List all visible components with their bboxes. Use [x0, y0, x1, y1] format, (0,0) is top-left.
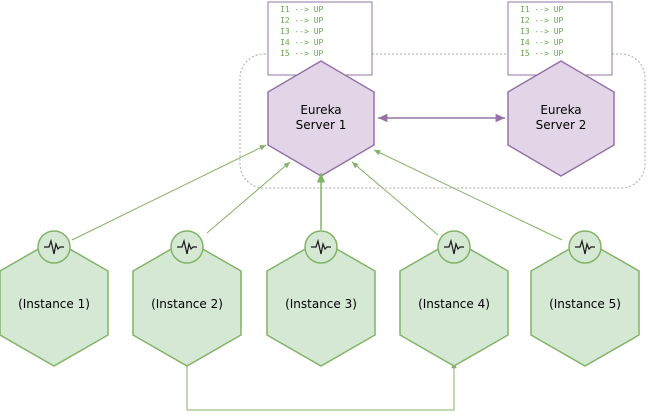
heartbeat-arrow-instance-2 [206, 161, 291, 234]
server-label-line2: Server 2 [536, 118, 587, 132]
registry-line: I2 --> UP [280, 16, 324, 25]
heartbeat-icon [304, 230, 338, 264]
registry-line: I5 --> UP [520, 49, 564, 58]
eureka-server-1: Eureka Server 1 [267, 60, 375, 177]
instance-label: (Instance 5) [549, 297, 621, 311]
server-label-line1: Eureka [300, 103, 341, 117]
instance-label: (Instance 2) [151, 297, 223, 311]
heartbeat-arrow-instance-4 [351, 161, 439, 236]
registry-line: I1 --> UP [280, 5, 324, 14]
server-label-line2: Server 1 [296, 118, 347, 132]
server-cluster-boundary [239, 53, 646, 189]
registry-line: I4 --> UP [520, 38, 564, 47]
instance-label: (Instance 3) [285, 297, 357, 311]
eureka-server-2: Eureka Server 2 [507, 60, 615, 177]
instance-1: (Instance 1) [0, 239, 109, 367]
registry-line: I3 --> UP [520, 27, 564, 36]
instance-2-to-instance-4-connector [186, 357, 457, 411]
heartbeat-icon [437, 230, 471, 264]
instance-label: (Instance 4) [418, 297, 490, 311]
instance-4: (Instance 4) [399, 239, 509, 367]
registry-line: I2 --> UP [520, 16, 564, 25]
heartbeat-arrow-instance-5 [373, 149, 563, 241]
registry-line: I1 --> UP [520, 5, 564, 14]
heartbeat-arrow-instance-1 [71, 144, 267, 241]
instance-5: (Instance 5) [530, 239, 640, 367]
registry-line: I5 --> UP [280, 49, 324, 58]
registry-line: I3 --> UP [280, 27, 324, 36]
registry-line: I4 --> UP [280, 38, 324, 47]
instance-3: (Instance 3) [266, 239, 376, 367]
heartbeat-icon [37, 230, 71, 264]
heartbeat-icon [170, 230, 204, 264]
instance-label: (Instance 1) [18, 297, 90, 311]
server-label-line1: Eureka [540, 103, 581, 117]
heartbeat-icon [568, 230, 602, 264]
instance-2: (Instance 2) [132, 239, 242, 367]
